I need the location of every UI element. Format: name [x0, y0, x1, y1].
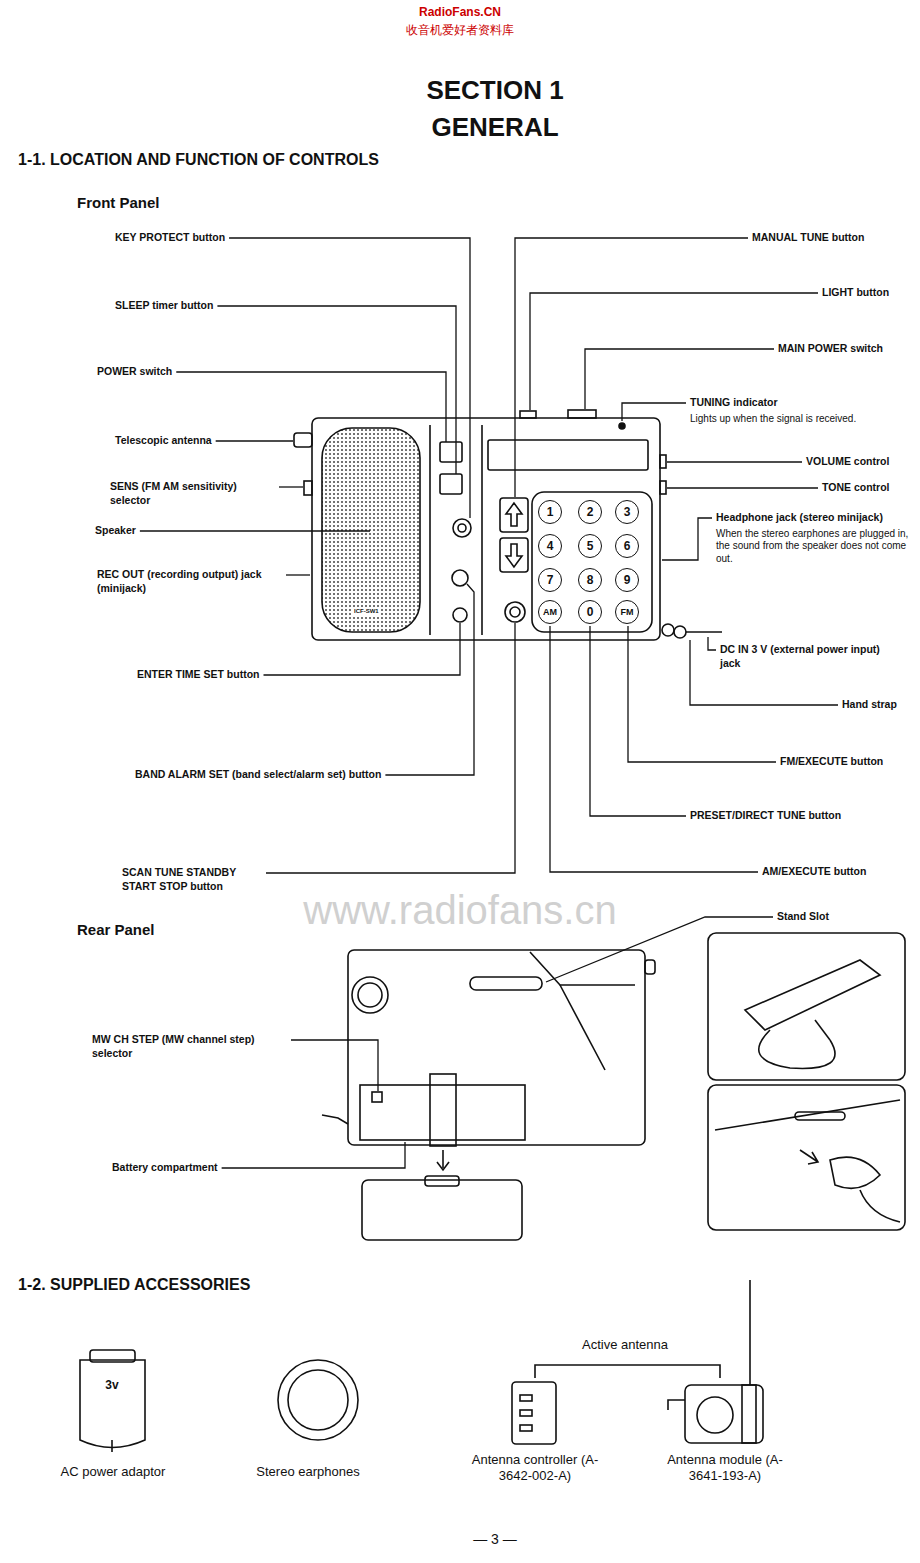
leader-line — [176, 372, 446, 442]
leader-line — [662, 518, 712, 560]
page-text: Front Panel — [77, 194, 160, 213]
callout-label: LIGHT button — [822, 286, 889, 299]
callout-label: BAND ALARM SET (band select/alarm set) b… — [135, 768, 381, 781]
page-text: Stereo earphones — [228, 1464, 388, 1480]
callout-label: Telescopic antenna — [115, 434, 212, 447]
keypad-button: 4 — [538, 534, 562, 558]
callout-label: Hand strap — [842, 698, 897, 711]
page-text: Antenna module (A-3641-193-A) — [660, 1452, 790, 1485]
key-legend: 3 — [624, 505, 631, 519]
page-text: Lights up when the signal is received. — [690, 413, 856, 426]
leader-line — [530, 293, 818, 410]
callout-label: KEY PROTECT button — [115, 231, 225, 244]
callout-label: SENS (FM AM sensitivity) selector — [110, 480, 275, 506]
key-legend: 9 — [624, 573, 631, 587]
key-legend: 6 — [624, 539, 631, 553]
leader-line — [286, 574, 310, 575]
key-legend: 7 — [547, 573, 554, 587]
callout-label: FM/EXECUTE button — [780, 755, 883, 768]
leader-line — [229, 238, 470, 518]
keypad-button: 0 — [578, 600, 602, 624]
page-text: 收音机爱好者资料库 — [360, 23, 560, 38]
leader-line — [515, 238, 748, 497]
callout-label: Speaker — [95, 524, 136, 537]
keypad-button: 9 — [615, 568, 639, 592]
keypad-button: 8 — [578, 568, 602, 592]
callout-label: DC IN 3 V (external power input) jack — [720, 643, 895, 669]
keypad-button: AM — [538, 600, 562, 624]
callout-label: ENTER TIME SET button — [137, 668, 260, 681]
callout-label: TONE control — [822, 481, 889, 494]
callout-label: Stand Slot — [777, 910, 829, 923]
leader-line — [590, 626, 686, 816]
page-text: Antenna controller (A-3642-002-A) — [470, 1452, 600, 1485]
leader-line — [266, 623, 515, 873]
keypad-button: 6 — [615, 534, 639, 558]
leader-line — [385, 584, 474, 775]
key-legend: 1 — [547, 505, 554, 519]
leader-line — [217, 306, 456, 474]
leader-line — [140, 530, 370, 531]
page-text: AC power adaptor — [33, 1464, 193, 1480]
leader-line — [222, 1142, 405, 1168]
leader-line — [622, 403, 686, 421]
keypad-button: 1 — [538, 500, 562, 524]
page-text: When the stereo earphones are plugged in… — [716, 528, 911, 566]
key-legend: 8 — [587, 573, 594, 587]
keypad-button: 3 — [615, 500, 639, 524]
callout-label: POWER switch — [97, 365, 172, 378]
page-text: ICF-SW1 — [352, 608, 381, 616]
callout-label: MAIN POWER switch — [778, 342, 883, 355]
page-text: 3v — [97, 1378, 127, 1393]
keypad-button: 2 — [578, 500, 602, 524]
leader-line — [708, 637, 716, 650]
leader-line — [279, 486, 303, 487]
keypad-button: 7 — [538, 568, 562, 592]
callout-label: REC OUT (recording output) jack (minijac… — [97, 568, 282, 594]
page-text: www.radiofans.cn — [210, 885, 710, 935]
callout-label: MANUAL TUNE button — [752, 231, 864, 244]
callout-label: Headphone jack (stereo minijack) — [716, 511, 883, 524]
key-legend: FM — [621, 607, 634, 617]
leader-line — [264, 623, 461, 675]
leader-line — [667, 487, 818, 488]
keypad-button: FM — [615, 600, 639, 624]
callout-label: SLEEP timer button — [115, 299, 213, 312]
page-text: RadioFans.CN — [360, 5, 560, 20]
page-text: — 3 — — [455, 1531, 535, 1549]
page-text: Active antenna — [545, 1337, 705, 1353]
keypad-button: 5 — [578, 534, 602, 558]
key-legend: 4 — [547, 539, 554, 553]
key-legend: 5 — [587, 539, 594, 553]
key-legend: 0 — [587, 605, 594, 619]
leader-line — [667, 461, 802, 462]
leader-line — [291, 1040, 378, 1091]
page-text: Rear Panel — [77, 921, 155, 940]
leader-line — [216, 440, 293, 441]
callout-label: TUNING indicator — [690, 396, 778, 409]
page-text: 1-1. LOCATION AND FUNCTION OF CONTROLS — [18, 150, 379, 170]
callout-label: AM/EXECUTE button — [762, 865, 866, 878]
callout-label: PRESET/DIRECT TUNE button — [690, 809, 841, 822]
page-text: 1-2. SUPPLIED ACCESSORIES — [18, 1275, 250, 1295]
section-title: SECTION 1 GENERAL — [385, 72, 605, 146]
callout-label: Battery compartment — [112, 1161, 218, 1174]
callout-label: SCAN TUNE STANDBY START STOP button — [122, 866, 262, 892]
callout-label: VOLUME control — [806, 455, 889, 468]
callout-label: MW CH STEP (MW channel step) selector — [92, 1033, 287, 1059]
key-legend: AM — [543, 607, 557, 617]
key-legend: 2 — [587, 505, 594, 519]
